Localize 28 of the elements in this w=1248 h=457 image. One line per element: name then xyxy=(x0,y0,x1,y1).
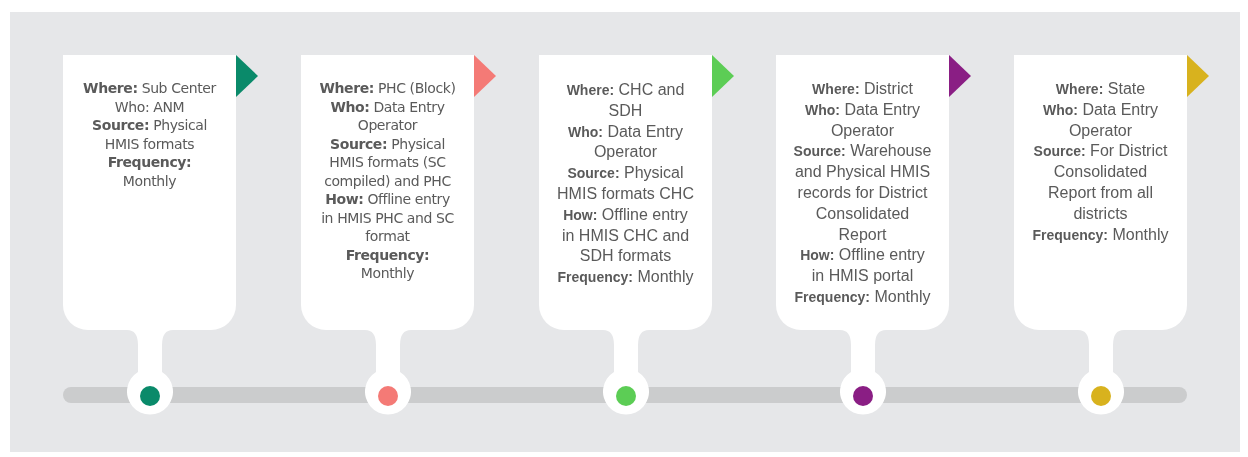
field-text: Source: Physical HMIS formats xyxy=(91,116,208,153)
field-text: Who: Data Entry Operator xyxy=(567,121,684,163)
field-text: Where: District xyxy=(811,79,914,99)
field-text: Where: CHC and SDH xyxy=(565,80,686,121)
field-text: Who: Data Entry Operator xyxy=(804,99,921,141)
field-text: Frequency: Monthly xyxy=(556,267,695,288)
field-text: How: Offline entry in HMIS CHC and SDH formats xyxy=(560,204,691,267)
field-text: Where: Sub Center xyxy=(82,79,218,98)
field-text: Where: State xyxy=(1054,79,1147,99)
field-text: Frequency: Monthly xyxy=(1031,224,1170,245)
timeline-card xyxy=(539,55,712,330)
field-text: Frequency: Monthly xyxy=(793,286,932,307)
timeline-card xyxy=(63,55,236,330)
field-text: Who: Data Entry Operator xyxy=(329,97,446,135)
field-text: Source: For District Consolidated Report from all districts xyxy=(1032,141,1169,224)
field-text: How: Offline entry in HMIS portal xyxy=(799,245,926,287)
field-text: Frequency: Monthly xyxy=(106,153,193,190)
timeline-card xyxy=(776,55,949,330)
field-text: Source: Warehouse and Physical HMIS records for District Consolidated Report xyxy=(793,141,932,245)
field-text: Who: ANM xyxy=(113,97,186,116)
field-text: How: Offline entry in HMIS PHC and SC format xyxy=(320,190,455,246)
field-text: Who: Data Entry Operator xyxy=(1042,99,1159,141)
field-text: Where: PHC (Block) xyxy=(318,79,457,98)
timeline-card xyxy=(301,55,474,330)
field-text: Source: Physical HMIS formats (SC compiled) and PHC xyxy=(323,134,452,190)
field-text: Frequency: Monthly xyxy=(344,245,431,283)
timeline-card xyxy=(1014,55,1187,330)
field-text: Source: Physical HMIS formats CHC xyxy=(556,163,695,204)
